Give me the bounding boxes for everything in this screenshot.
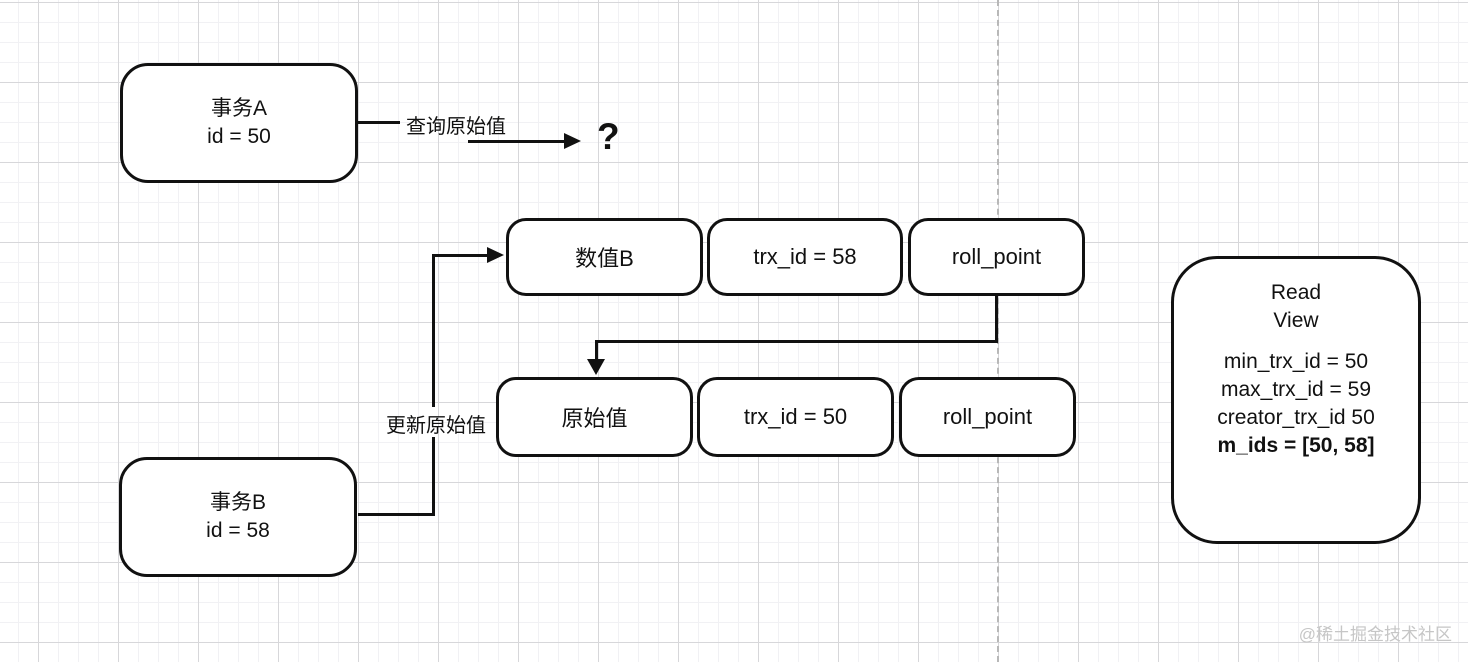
rollback-edge-horizontal xyxy=(595,340,998,343)
dashed-divider-line xyxy=(997,0,999,662)
query-edge-arrow-line xyxy=(468,140,566,143)
query-edge-arrowhead-icon xyxy=(564,133,581,149)
original-trx-id-label: trx_id = 50 xyxy=(743,404,848,429)
original-roll-point-label: roll_point xyxy=(942,404,1033,429)
update-edge-horizontal-upper xyxy=(432,254,488,257)
update-edge-vertical-upper xyxy=(432,254,435,407)
node-latest-value: 数值B xyxy=(506,218,703,296)
rollback-edge-arrowhead-icon xyxy=(587,359,605,375)
original-value-label: 原始值 xyxy=(561,406,628,431)
update-edge-vertical-lower xyxy=(432,437,435,516)
read-view-title-line2: View xyxy=(1273,309,1319,332)
node-original-trx-id: trx_id = 50 xyxy=(697,377,894,457)
latest-trx-id-label: trx_id = 58 xyxy=(753,244,857,269)
read-view-fields: min_trx_id = 50 max_trx_id = 59 creator_… xyxy=(1217,348,1375,460)
node-transaction-b: 事务B id = 58 xyxy=(119,457,357,577)
read-view-m-ids: m_ids = [50, 58] xyxy=(1217,434,1375,457)
transaction-b-id: id = 58 xyxy=(206,519,270,542)
transaction-a-id: id = 50 xyxy=(207,125,271,148)
node-original-value: 原始值 xyxy=(496,377,693,457)
update-edge-label: 更新原始值 xyxy=(386,415,486,437)
transaction-b-title: 事务B xyxy=(209,491,266,514)
node-latest-trx-id: trx_id = 58 xyxy=(707,218,903,296)
node-transaction-a: 事务A id = 50 xyxy=(120,63,358,183)
update-edge-arrowhead-icon xyxy=(487,247,504,263)
transaction-a-title: 事务A xyxy=(210,97,267,120)
rollback-edge-vertical-from-roll-point xyxy=(995,296,998,343)
read-view-min-trx-id: min_trx_id = 50 xyxy=(1223,350,1369,373)
node-read-view: Read View min_trx_id = 50 max_trx_id = 5… xyxy=(1171,256,1421,544)
read-view-creator-trx-id: creator_trx_id 50 xyxy=(1217,406,1375,429)
rollback-edge-vertical-to-original xyxy=(595,340,598,361)
unknown-result-mark: ? xyxy=(597,116,620,157)
node-original-roll-point: roll_point xyxy=(899,377,1076,457)
node-latest-roll-point: roll_point xyxy=(908,218,1085,296)
latest-value-label: 数值B xyxy=(575,246,634,271)
watermark-text: @稀土掘金技术社区 xyxy=(1298,625,1452,644)
read-view-max-trx-id: max_trx_id = 59 xyxy=(1221,378,1371,401)
update-edge-horizontal-lower xyxy=(358,513,435,516)
latest-roll-point-label: roll_point xyxy=(951,244,1042,269)
query-edge-label: 查询原始值 xyxy=(406,116,506,138)
query-edge-stub-line xyxy=(356,121,400,124)
read-view-title-line1: Read xyxy=(1270,281,1322,304)
